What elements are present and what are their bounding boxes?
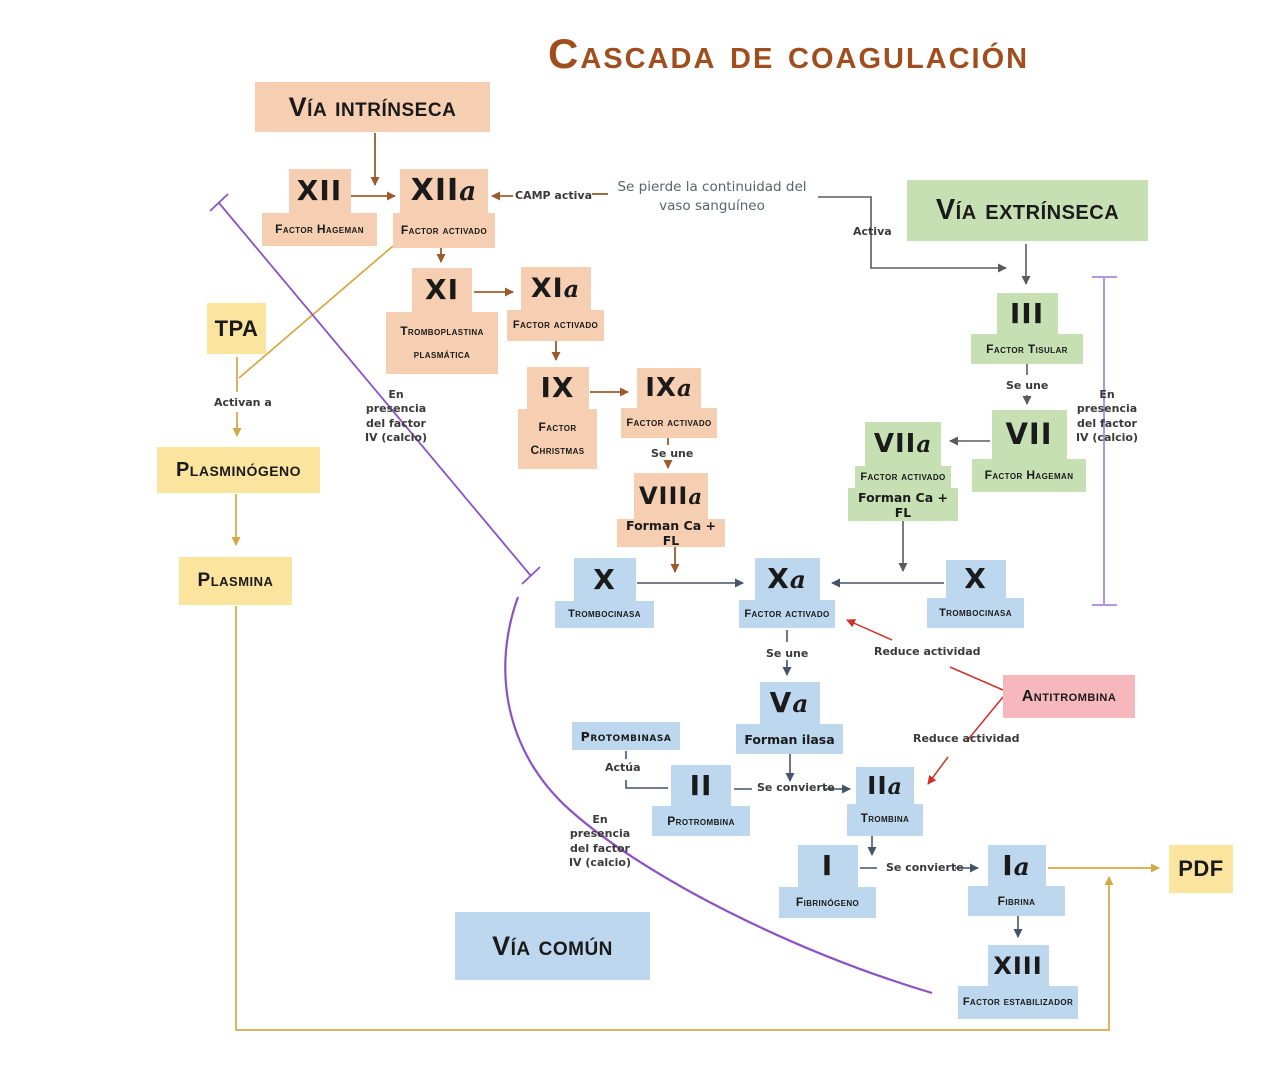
node-factor-iia: IIa Trombina: [847, 767, 923, 836]
label-se-convierte-ii: Se convierte: [757, 781, 835, 794]
label-reduce-actividad-iia: Reduce actividad: [913, 732, 1020, 745]
factor-numeral: XI: [424, 273, 459, 306]
factor-numeral: X: [964, 562, 987, 595]
factor-suffix: a: [459, 176, 478, 207]
factor-name: Factor Hageman: [275, 222, 364, 237]
label-se-une-xa: Se une: [766, 647, 809, 660]
factor-numeral: III: [1009, 296, 1045, 330]
node-factor-ixa: IXa Factor activado: [621, 368, 717, 438]
factor-suffix: a: [1013, 851, 1031, 881]
node-protombinasa: Protombinasa: [572, 722, 680, 750]
factor-name: Protrombina: [667, 813, 735, 828]
node-factor-xia: XIa Factor activado: [507, 267, 604, 341]
factor-name: Factor activado: [744, 607, 830, 620]
node-factor-va: Va Forman ilasa: [736, 682, 843, 754]
label-camp-activa: CAMP activa: [515, 189, 592, 202]
label-en-presencia-right: En presencia del factor IV (calcio): [1075, 388, 1139, 444]
factor-suffix: a: [789, 565, 807, 594]
page-title: Cascada de coagulación: [548, 30, 1030, 77]
node-factor-xi: XI Tromboplastina plasmática: [386, 268, 498, 374]
label-actua: Actúa: [605, 761, 641, 774]
factor-name: Factor activado: [860, 470, 946, 483]
factor-numeral: X: [767, 562, 790, 595]
factor-numeral: VIII: [638, 482, 689, 510]
factor-numeral: VII: [873, 429, 917, 459]
factor-numeral: IX: [540, 371, 575, 404]
factor-suffix: a: [887, 774, 903, 800]
factor-numeral: XII: [410, 173, 460, 208]
factor-numeral: X: [593, 562, 616, 596]
label-activan-a: Activan a: [214, 396, 272, 409]
factor-numeral: IX: [645, 373, 677, 403]
factor-name: Factor activado: [626, 416, 712, 429]
factor-numeral: V: [769, 686, 793, 719]
factor-numeral: XII: [296, 174, 343, 207]
node-factor-viia: VIIa Factor activado Forman Ca + FL: [848, 422, 958, 521]
label-se-convierte-i: Se convierte: [886, 861, 964, 874]
label-se-une-ixa: Se une: [651, 447, 694, 460]
factor-name: Trombocinasa: [939, 606, 1012, 619]
label-se-une-iii: Se une: [1006, 379, 1049, 392]
factor-name: Fibrinógeno: [795, 895, 860, 910]
factor-suffix: a: [916, 432, 933, 458]
header-via-comun: Vía común: [455, 912, 650, 980]
factor-name: Fibrina: [997, 893, 1036, 908]
factor-numeral: II: [867, 771, 888, 800]
factor-name: Trombina: [860, 813, 910, 826]
factor-name: Forman ilasa: [744, 731, 835, 747]
factor-name: Factor estabilizador: [962, 996, 1074, 1009]
factor-numeral: II: [689, 768, 713, 802]
node-factor-xii: XII Factor Hageman: [262, 169, 377, 246]
factor-suffix: a: [563, 275, 581, 303]
bracket-tick-top: [209, 193, 229, 212]
factor-name: Forman Ca + FL: [626, 518, 716, 548]
label-reduce-actividad-xa: Reduce actividad: [874, 645, 981, 658]
node-factor-x-right: X Trombocinasa: [927, 560, 1024, 628]
node-factor-x-left: X Trombocinasa: [555, 558, 654, 628]
factor-name: Factor Christmas: [530, 420, 585, 457]
label-en-presencia-bottom: En presencia del factor IV (calcio): [568, 813, 632, 869]
node-factor-vii: VII Factor Hageman: [972, 410, 1086, 492]
node-factor-xa: Xa Factor activado: [739, 558, 835, 628]
node-factor-viiia: VIIIa Forman Ca + FL: [617, 473, 725, 548]
node-pdf: PDF: [1169, 845, 1233, 893]
factor-extra-label: Forman Ca + FL: [858, 489, 948, 520]
node-tpa: TPA: [207, 303, 266, 354]
node-plasmina: Plasmina: [179, 557, 292, 605]
factor-numeral: I: [821, 849, 834, 882]
header-via-extrinseca: Vía extrínseca: [907, 180, 1148, 241]
label-activa: Activa: [853, 225, 892, 238]
protombinasa-label: Protombinasa: [580, 728, 672, 744]
factor-name: Tromboplastina plasmática: [400, 324, 484, 361]
node-factor-xiii: XIII Factor estabilizador: [958, 945, 1078, 1019]
factor-suffix: a: [688, 484, 704, 509]
node-factor-xiia: XIIa Factor activado: [393, 169, 495, 248]
factor-numeral: XI: [530, 273, 564, 304]
factor-name: Factor Hageman: [984, 468, 1074, 483]
node-antitrombina: Antitrombina: [1003, 675, 1135, 718]
node-plasminogeno: Plasminógeno: [157, 447, 320, 493]
factor-name: Factor activado: [400, 223, 488, 238]
node-factor-ii: II Protrombina: [652, 765, 750, 836]
label-se-pierde: Se pierde la continuidad del vaso sanguí…: [617, 179, 807, 214]
header-via-intrinseca: Vía intrínseca: [255, 82, 490, 132]
node-factor-iii: III Factor Tisular: [971, 293, 1083, 364]
factor-numeral: VII: [1005, 416, 1053, 451]
line-antitrombina-up-1: [949, 666, 1004, 691]
bracket-tick-bottom: [521, 566, 541, 585]
node-factor-i: I Fibrinógeno: [779, 845, 876, 918]
label-en-presencia-left: En presencia del factor IV (calcio): [364, 388, 428, 444]
factor-numeral: I: [1002, 848, 1014, 882]
node-factor-ix: IX Factor Christmas: [518, 367, 597, 469]
node-factor-ia: Ia Fibrina: [968, 845, 1065, 916]
factor-suffix: a: [792, 689, 810, 718]
arrow-reduce-to-xa: [846, 619, 893, 641]
factor-name: Trombocinasa: [568, 608, 641, 621]
factor-suffix: a: [676, 376, 693, 402]
factor-numeral: XIII: [993, 951, 1043, 980]
arrow-reduce-to-iia: [927, 756, 949, 785]
factor-name: Factor activado: [512, 319, 599, 332]
factor-name: Factor Tisular: [986, 341, 1068, 356]
